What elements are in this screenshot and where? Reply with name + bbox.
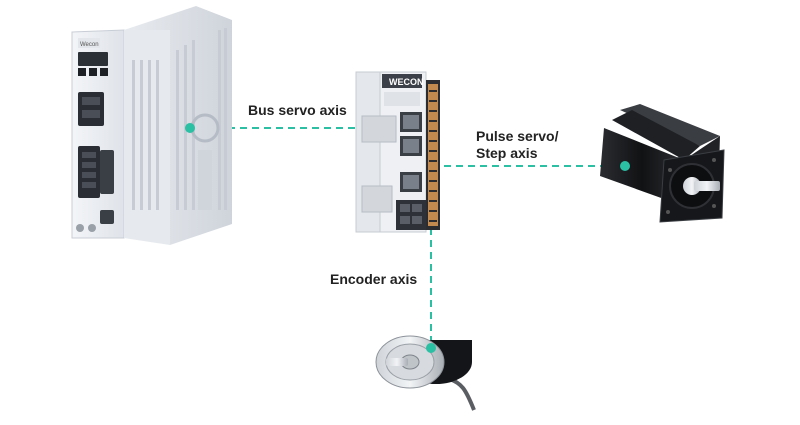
drive-brand-text: Wecon: [80, 42, 99, 48]
pulse-servo-step-axis-label: Pulse servo/ Step axis: [476, 128, 586, 162]
plc-brand-text: WECON: [389, 77, 424, 87]
servo-drive-icon: Wecon: [71, 6, 232, 245]
pulse-servo-label-line1: Pulse servo/: [476, 128, 559, 144]
bus-connector-dot: [185, 123, 195, 133]
rotary-encoder-icon: [375, 335, 476, 411]
encoder-connector-dot: [426, 343, 436, 353]
encoder-axis-label: Encoder axis: [330, 271, 418, 287]
pulse-servo-label-line2: Step axis: [476, 145, 538, 161]
bus-servo-axis-label: Bus servo axis: [248, 102, 347, 118]
pulse-connector-dot: [620, 161, 630, 171]
servo-motor-icon: [600, 104, 725, 223]
plc-controller-icon: WECON: [355, 71, 440, 233]
